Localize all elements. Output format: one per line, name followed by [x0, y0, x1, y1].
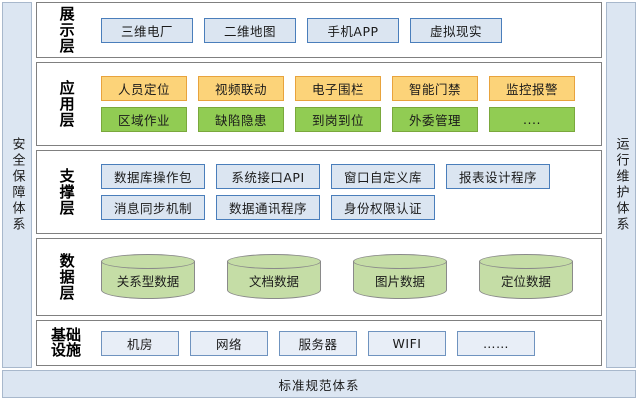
chip-personnel-positioning[interactable]: 人员定位 [101, 76, 187, 101]
layer-support-label: 支撑层 [57, 168, 76, 216]
chip-application-more[interactable]: .... [489, 107, 575, 132]
chip-database-operation-package[interactable]: 数据库操作包 [101, 164, 205, 189]
chip-on-post-in-place[interactable]: 到岗到位 [295, 107, 381, 132]
cylinder-relational-data[interactable]: 关系型数据 [101, 254, 195, 300]
chip-2d-map[interactable]: 二维地图 [204, 17, 296, 43]
cylinder-relational-data-label: 关系型数据 [116, 274, 180, 289]
layer-application-label: 应用层 [57, 80, 76, 128]
cylinder-top-ellipse [101, 254, 195, 269]
chip-outsourcing-management[interactable]: 外委管理 [392, 107, 478, 132]
layer-presentation-label-cell: 展示层 [37, 3, 95, 57]
cylinder-image-data[interactable]: 图片数据 [353, 254, 447, 300]
chip-wifi[interactable]: WIFI [368, 330, 446, 356]
layer-application: 应用层 人员定位 视频联动 电子围栏 智能门禁 监控报警 区域作业 缺陷隐患 到… [36, 62, 602, 146]
layer-data-label-cell: 数据层 [37, 239, 95, 315]
layer-presentation: 展示层 三维电厂 二维地图 手机APP 虚拟现实 [36, 2, 602, 58]
chip-infrastructure-more[interactable]: …… [457, 330, 535, 356]
layer-support-label-cell: 支撑层 [37, 151, 95, 233]
layer-data-label: 数据层 [57, 253, 76, 301]
layer-application-row-1: 人员定位 视频联动 电子围栏 智能门禁 监控报警 [101, 76, 595, 101]
chip-video-linkage[interactable]: 视频联动 [198, 76, 284, 101]
chip-server[interactable]: 服务器 [279, 330, 357, 356]
layer-support-row-1: 数据库操作包 系统接口API 窗口自定义库 报表设计程序 [101, 164, 595, 189]
chip-machine-room[interactable]: 机房 [101, 330, 179, 356]
chip-mobile-app[interactable]: 手机APP [307, 17, 399, 43]
layer-support-row-2: 消息同步机制 数据通讯程序 身份权限认证 [101, 195, 595, 220]
layer-presentation-body: 三维电厂 二维地图 手机APP 虚拟现实 [95, 3, 601, 57]
chip-area-operation[interactable]: 区域作业 [101, 107, 187, 132]
cylinder-document-data[interactable]: 文档数据 [227, 254, 321, 300]
left-rail-label: 安全保障体系 [9, 137, 25, 233]
chip-report-design-program[interactable]: 报表设计程序 [446, 164, 550, 189]
right-rail-ops-maintenance-system: 运行维护体系 [606, 2, 636, 368]
layer-presentation-row-1: 三维电厂 二维地图 手机APP 虚拟现实 [101, 17, 595, 43]
right-rail-label: 运行维护体系 [613, 137, 629, 233]
cylinder-positioning-data[interactable]: 定位数据 [479, 254, 573, 300]
layer-application-row-2: 区域作业 缺陷隐患 到岗到位 外委管理 .... [101, 107, 595, 132]
layer-infrastructure-label: 基础 设施 [50, 325, 81, 359]
chip-network[interactable]: 网络 [190, 330, 268, 356]
layer-infrastructure-body: 机房 网络 服务器 WIFI …… [95, 321, 601, 365]
chip-smart-access-control[interactable]: 智能门禁 [392, 76, 478, 101]
chip-3d-power-plant[interactable]: 三维电厂 [101, 17, 193, 43]
chip-system-interface-api[interactable]: 系统接口API [216, 164, 320, 189]
chip-virtual-reality[interactable]: 虚拟现实 [410, 17, 502, 43]
layer-application-label-cell: 应用层 [37, 63, 95, 145]
cylinder-top-ellipse [353, 254, 447, 269]
cylinder-positioning-data-label: 定位数据 [500, 274, 551, 289]
left-rail-security-system: 安全保障体系 [2, 2, 32, 368]
chip-window-custom-library[interactable]: 窗口自定义库 [331, 164, 435, 189]
chip-message-sync-mechanism[interactable]: 消息同步机制 [101, 195, 205, 220]
chip-electronic-fence[interactable]: 电子围栏 [295, 76, 381, 101]
chip-data-communication-program[interactable]: 数据通讯程序 [216, 195, 320, 220]
layer-application-body: 人员定位 视频联动 电子围栏 智能门禁 监控报警 区域作业 缺陷隐患 到岗到位 … [95, 63, 601, 145]
layer-infrastructure-row-1: 机房 网络 服务器 WIFI …… [101, 330, 595, 356]
layer-support: 支撑层 数据库操作包 系统接口API 窗口自定义库 报表设计程序 消息同步机制 … [36, 150, 602, 234]
bottom-bar-label: 标准规范体系 [278, 377, 360, 393]
layer-data-body: 关系型数据 文档数据 图片数据 定位数据 [95, 239, 601, 315]
layer-presentation-label: 展示层 [57, 6, 76, 54]
cylinder-top-ellipse [479, 254, 573, 269]
layer-infrastructure-label-cell: 基础 设施 [37, 321, 95, 365]
bottom-bar-standards-system: 标准规范体系 [2, 370, 636, 398]
cylinder-top-ellipse [227, 254, 321, 269]
layer-infrastructure: 基础 设施 机房 网络 服务器 WIFI …… [36, 320, 602, 366]
chip-monitoring-alarm[interactable]: 监控报警 [489, 76, 575, 101]
cylinder-document-data-label: 文档数据 [248, 274, 299, 289]
cylinder-image-data-label: 图片数据 [374, 274, 425, 289]
layer-data: 数据层 关系型数据 文档数据 图片数据 [36, 238, 602, 316]
chip-defect-hazard[interactable]: 缺陷隐患 [198, 107, 284, 132]
chip-identity-permission-auth[interactable]: 身份权限认证 [331, 195, 435, 220]
layer-data-row-1: 关系型数据 文档数据 图片数据 定位数据 [101, 254, 595, 300]
layer-support-body: 数据库操作包 系统接口API 窗口自定义库 报表设计程序 消息同步机制 数据通讯… [95, 151, 601, 233]
